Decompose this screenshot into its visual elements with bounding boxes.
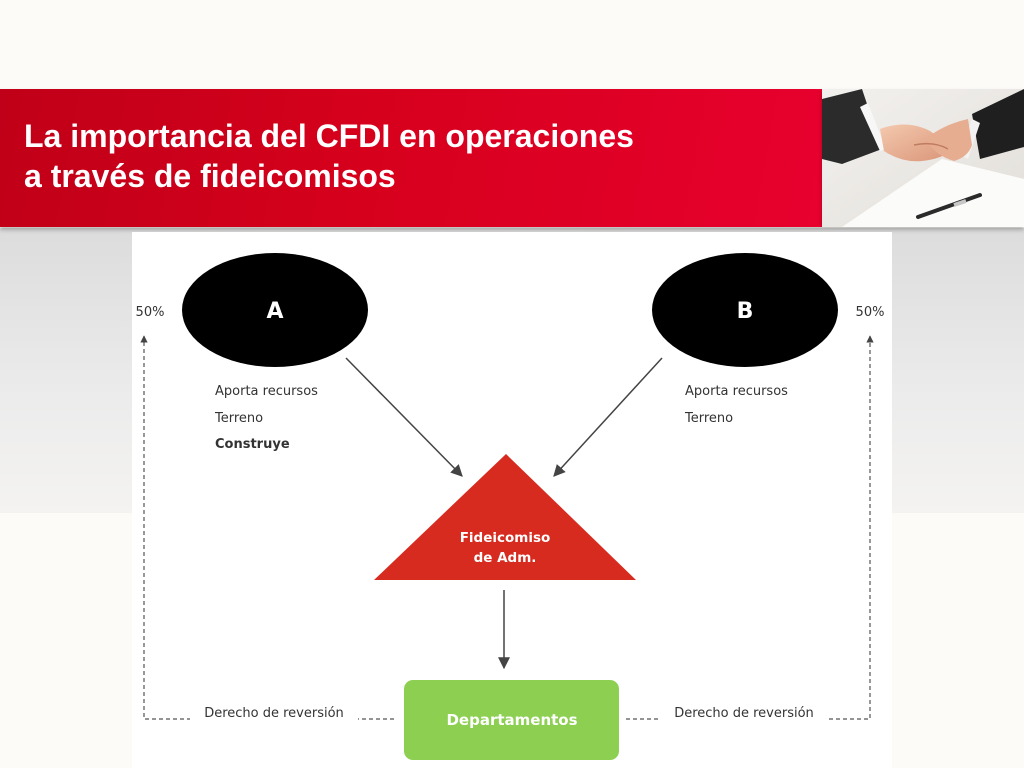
left-reversion-label: Derecho de reversión [204,706,344,721]
trust-label-line2: de Adm. [474,550,537,566]
party-a-label: A [266,299,283,324]
party-b-item-2: Terreno [684,411,733,426]
party-a-item-1: Aporta recursos [215,384,318,399]
right-reversion-label: Derecho de reversión [674,706,814,721]
slide-title-line2: a través de fideicomisos [24,158,396,194]
party-a: A [182,253,368,367]
result-label: Departamentos [446,711,577,729]
trust-label-line1: Fideicomiso [460,530,551,546]
right-reversion-label-bg [660,702,828,720]
right-reversion-path [626,335,874,720]
title-banner [0,89,822,227]
trust-flow-diagram: A 50% Aporta recursos Terreno Construye … [132,232,892,768]
party-b-item-1: Aporta recursos [685,384,788,399]
party-a-percent: 50% [136,305,165,320]
party-b-ellipse [652,253,838,367]
arrow-a-to-trust [345,357,463,477]
party-b-percent: 50% [856,305,885,320]
party-a-item-2: Terreno [214,411,263,426]
trust-triangle: Fideicomiso de Adm. [374,454,636,580]
left-reversion-path [140,335,394,720]
left-reversion-label-bg [190,702,358,720]
handshake-photo [822,89,1024,227]
slide-title: La importancia del CFDI en operaciones a… [24,116,784,196]
slide-title-line1: La importancia del CFDI en operaciones [24,118,634,154]
party-a-ellipse [182,253,368,367]
party-a-item-3: Construye [215,437,290,452]
result-box: Departamentos [404,680,619,760]
arrow-b-to-trust [553,357,663,477]
party-b-label: B [737,299,754,324]
party-b: B [652,253,838,367]
